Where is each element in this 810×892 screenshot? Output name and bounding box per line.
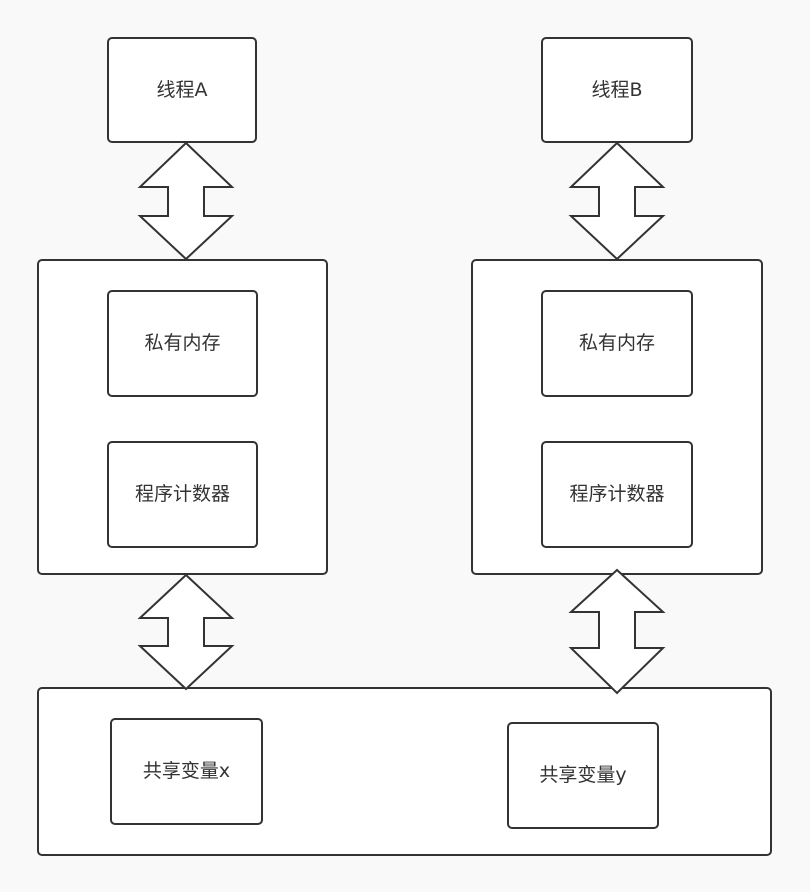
thread-b-private-memory-label: 私有内存: [578, 332, 655, 354]
thread-b-label: 线程B: [591, 78, 643, 101]
double-arrow-icon: [137, 141, 235, 261]
thread-b-private-memory-node: 私有内存: [541, 290, 693, 397]
double-arrow-icon: [568, 568, 666, 695]
thread-a-program-counter-node: 程序计数器: [107, 441, 258, 548]
thread-a-program-counter-label: 程序计数器: [134, 483, 230, 505]
double-arrow-icon: [137, 573, 235, 691]
thread-b-program-counter-node: 程序计数器: [541, 441, 693, 548]
thread-b-node: 线程B: [541, 37, 693, 143]
double-arrow-icon: [568, 141, 666, 261]
shared-variable-x-node: 共享变量x: [110, 718, 263, 825]
thread-a-private-memory-node: 私有内存: [107, 290, 258, 397]
shared-variable-x-label: 共享变量x: [142, 760, 231, 782]
thread-a-private-memory-label: 私有内存: [144, 332, 221, 354]
thread-a-node: 线程A: [107, 37, 257, 143]
thread-b-program-counter-label: 程序计数器: [569, 483, 665, 505]
shared-variable-y-label: 共享变量y: [539, 764, 627, 786]
shared-variable-y-node: 共享变量y: [507, 722, 659, 829]
thread-a-label: 线程A: [156, 78, 208, 101]
